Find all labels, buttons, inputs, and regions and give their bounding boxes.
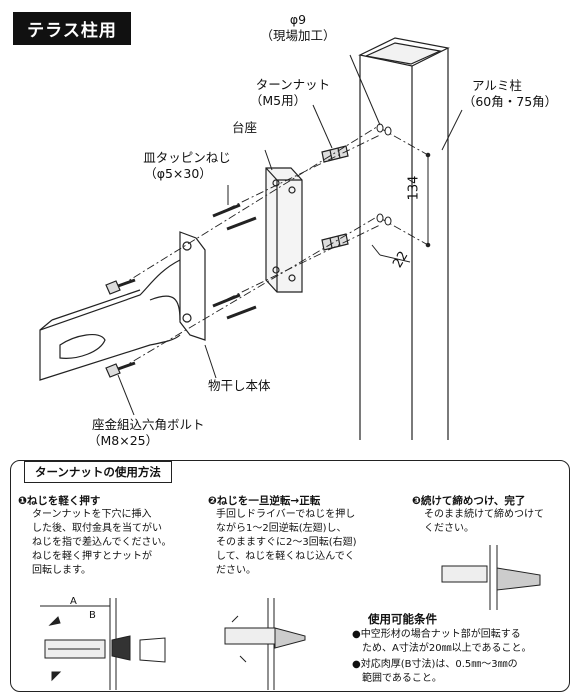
step2-heading: ❷ねじを一旦逆転→正転	[208, 495, 321, 507]
hex-bolt-label: 座金組込六角ボルト	[92, 417, 205, 432]
turn-nut-label: ターンナット	[255, 77, 331, 92]
hex-bolt-size: （M8×25）	[88, 433, 159, 448]
conditions-title: 使用可能条件	[368, 612, 437, 626]
step3-heading: ❸続けて締めつけ、完了	[412, 495, 526, 507]
section-badge: テラス柱用	[13, 12, 131, 45]
dimension-vertical: 134	[406, 175, 422, 201]
step1-figure	[40, 598, 166, 690]
turn-nut-size: （M5用）	[249, 93, 307, 108]
tapping-screw-label: 皿タッピンねじ	[143, 150, 231, 165]
usage-panel	[10, 460, 570, 692]
condition-item-2: ●対応肉厚(B寸法)は、0.5㎜〜3㎜の 範囲であること。	[352, 659, 518, 684]
turn-nut-top	[321, 145, 349, 163]
condition-item-1: ●中空形材の場合ナット部が回転する ため、A寸法が20㎜以上であること。	[352, 629, 532, 654]
usage-title: ターンナットの使用方法	[24, 461, 172, 483]
step2-text: 手回しドライバーでねじを押し ながら1〜2回逆転(左廻)し、 そのまますぐに2〜…	[216, 509, 357, 576]
tapping-screw-size: （φ5×30）	[144, 166, 212, 181]
dimension-b-label: B	[89, 610, 96, 621]
dryer-body-label: 物干し本体	[208, 378, 271, 393]
step3-text: そのまま続けて締めつけて ください。	[424, 509, 544, 534]
step1-text: ターンナットを下穴に挿入 した後、取付金具を当てがい ねじを指で差込んでください…	[32, 509, 172, 576]
step1-heading: ❶ねじを軽く押す	[18, 495, 101, 507]
base-label: 台座	[232, 120, 258, 135]
aluminum-post-label: アルミ柱	[472, 78, 522, 93]
aluminum-post	[358, 37, 450, 440]
step3-figure	[441, 545, 541, 610]
aluminum-post-size: （60角・75角）	[462, 94, 558, 109]
dimension-a-label: A	[70, 596, 77, 607]
step2-figure	[224, 598, 306, 690]
phi9-label: φ9	[289, 12, 307, 27]
dryer-body	[39, 231, 206, 381]
base-plate	[265, 167, 303, 293]
phi9-note: （現場加工）	[260, 28, 336, 43]
